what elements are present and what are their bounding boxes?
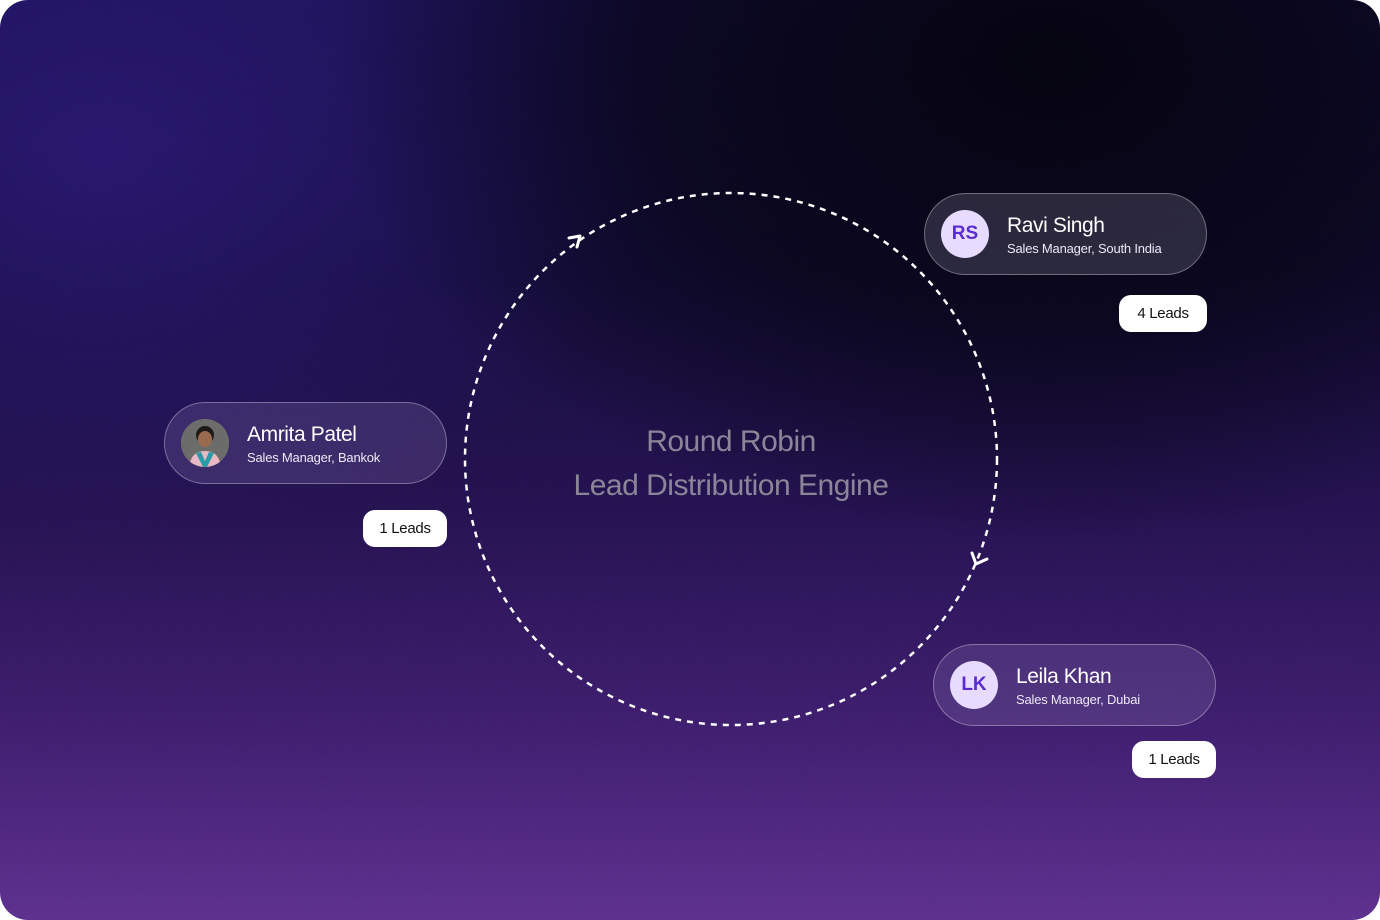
- arrow-head-icon-right: [970, 551, 989, 566]
- leads-badge-ravi-singh: 4 Leads: [1119, 295, 1207, 332]
- engine-title: Round Robin Lead Distribution Engine: [531, 420, 931, 508]
- agent-name: Amrita Patel: [247, 422, 357, 446]
- avatar-initials: RS: [941, 210, 989, 258]
- agent-card-ravi-singh[interactable]: RS Ravi Singh Sales Manager, South India: [924, 193, 1207, 275]
- engine-title-line1: Round Robin: [646, 425, 816, 458]
- agent-card-amrita-patel[interactable]: Amrita Patel Sales Manager, Bankok: [164, 402, 447, 484]
- engine-title-line2: Lead Distribution Engine: [573, 469, 889, 502]
- agent-name: Ravi Singh: [1007, 213, 1105, 237]
- agent-role: Sales Manager, Bankok: [247, 449, 381, 465]
- agent-role: Sales Manager, Dubai: [1016, 691, 1140, 707]
- dashed-cycle-ring: [463, 191, 999, 727]
- leads-badge-amrita-patel: 1 Leads: [363, 510, 447, 547]
- person-photo-icon: [181, 419, 229, 467]
- avatar-initials: LK: [950, 661, 998, 709]
- agent-name: Leila Khan: [1016, 664, 1112, 688]
- arrow-head-icon-top: [567, 234, 582, 249]
- agent-role: Sales Manager, South India: [1007, 240, 1162, 256]
- agent-card-leila-khan[interactable]: LK Leila Khan Sales Manager, Dubai: [933, 644, 1216, 726]
- avatar-photo: [181, 419, 229, 467]
- leads-badge-leila-khan: 1 Leads: [1132, 741, 1216, 778]
